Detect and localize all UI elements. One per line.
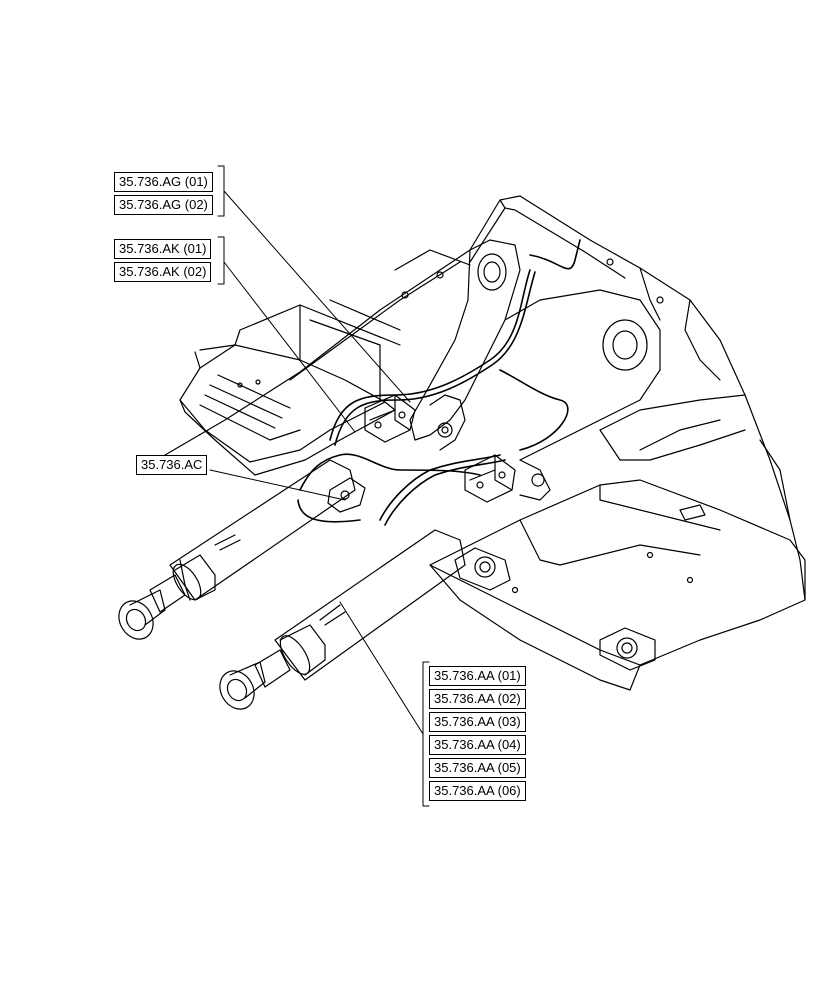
callout-35-736-aa-05[interactable]: 35.736.AA (05) <box>429 758 526 778</box>
fitting-cluster <box>327 477 366 513</box>
callout-35-736-aa-01[interactable]: 35.736.AA (01) <box>429 666 526 686</box>
boom-arm <box>409 239 661 501</box>
hydraulic-hoses <box>297 239 581 526</box>
hydraulic-cylinder-right <box>219 529 466 710</box>
callout-35-736-aa-03[interactable]: 35.736.AA (03) <box>429 712 526 732</box>
leader-lines <box>209 165 430 807</box>
callout-35-736-aa-06[interactable]: 35.736.AA (06) <box>429 781 526 801</box>
lower-frame-tray <box>429 479 806 691</box>
valve-block-upper <box>364 394 416 443</box>
valve-block-lower <box>464 454 516 503</box>
callout-35-736-aa-02[interactable]: 35.736.AA (02) <box>429 689 526 709</box>
callout-35-736-ag-01[interactable]: 35.736.AG (01) <box>114 172 213 192</box>
hydraulic-cylinder-left <box>118 459 356 640</box>
callout-35-736-ak-02[interactable]: 35.736.AK (02) <box>114 262 212 282</box>
callout-35-736-ag-02[interactable]: 35.736.AG (02) <box>114 195 213 215</box>
machine-frame <box>164 195 806 601</box>
callout-35-736-aa-04[interactable]: 35.736.AA (04) <box>429 735 526 755</box>
callout-35-736-ac[interactable]: 35.736.AC <box>136 455 208 475</box>
callout-35-736-ak-01[interactable]: 35.736.AK (01) <box>114 239 212 259</box>
step-platform <box>179 299 401 476</box>
